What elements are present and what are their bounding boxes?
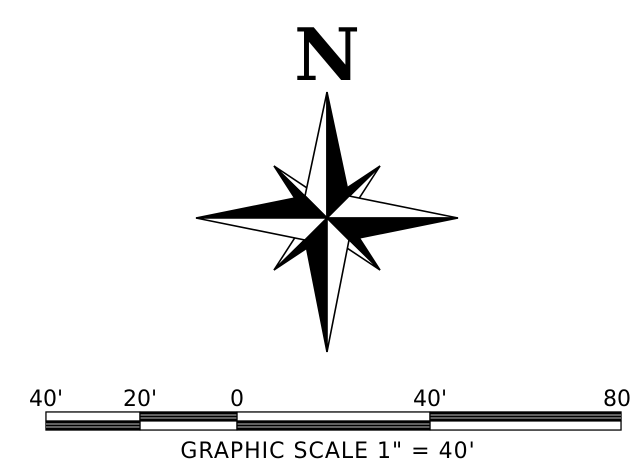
scale-bar-labels: 40' 20' 0 40' 80 [29, 387, 631, 412]
compass-point-west-lower [195, 217, 329, 241]
compass-point-east-upper [325, 195, 459, 219]
scale-tick-label: 40' [413, 387, 447, 412]
scale-segment [45, 420, 141, 431]
scale-segment [45, 411, 141, 422]
compass-point-west-upper [195, 195, 329, 219]
scale-segment [429, 411, 622, 422]
compass-point-south-left [304, 216, 328, 353]
scale-caption: GRAPHIC SCALE 1" = 40' [180, 439, 475, 464]
scale-segment [236, 420, 431, 431]
north-letter: N [294, 12, 360, 97]
scale-bar [45, 411, 622, 431]
scale-tick-label: 40' [29, 387, 63, 412]
scale-segment [236, 411, 431, 422]
scale-tick-label: 20' [123, 387, 157, 412]
compass-rose [195, 91, 459, 353]
scale-tick-label: 80 [603, 387, 631, 412]
compass-point-south-right [326, 216, 350, 353]
scale-segment [429, 420, 622, 431]
north-letter-group: N [294, 12, 360, 97]
scale-tick-label: 0 [230, 387, 244, 412]
scale-segment [139, 411, 238, 422]
scale-segment [139, 420, 238, 431]
